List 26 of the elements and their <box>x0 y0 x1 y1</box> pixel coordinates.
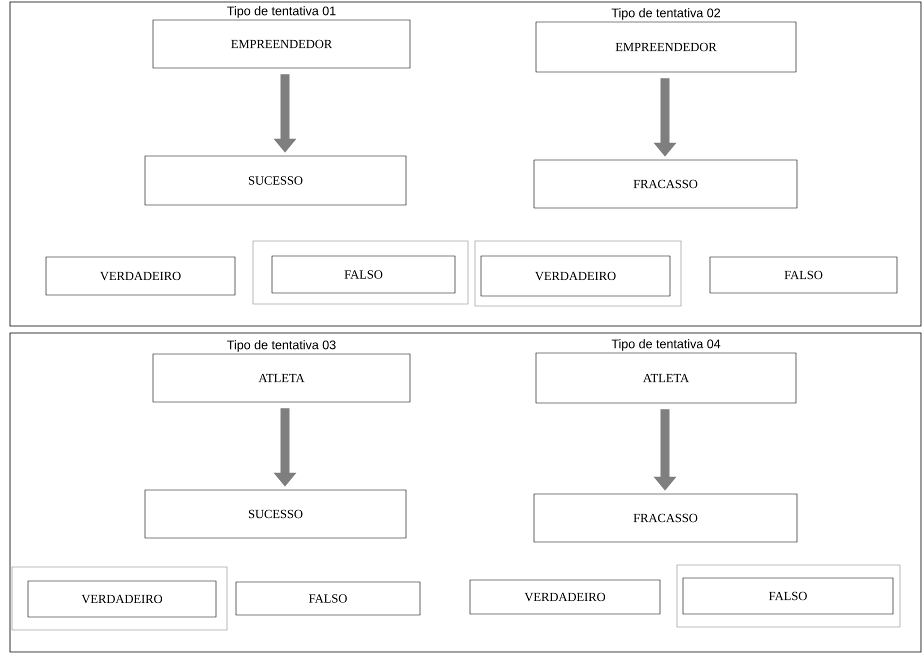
panel-frame <box>10 332 922 652</box>
text-box: ATLETA <box>152 354 410 402</box>
panel-frame <box>10 2 922 326</box>
heading: Tipo de tentativa 04 <box>612 339 720 351</box>
text-box: VERDADEIRO <box>46 256 236 296</box>
text-box: VERDADEIRO <box>470 580 660 614</box>
text-box: FALSO <box>682 578 894 614</box>
text-box: EMPREENDEDOR <box>152 20 410 68</box>
heading: Tipo de tentativa 03 <box>227 340 336 352</box>
text-box: VERDADEIRO <box>480 256 670 296</box>
text-box: FRACASSO <box>534 160 798 208</box>
text-box: FALSO <box>710 256 898 294</box>
text-box: FALSO <box>272 256 456 294</box>
frame-box <box>12 566 228 630</box>
text-box: FRACASSO <box>534 494 798 542</box>
text-box: VERDADEIRO <box>28 580 216 618</box>
text-box: SUCESSO <box>144 490 406 538</box>
text-box: EMPREENDEDOR <box>536 22 796 72</box>
text-box: SUCESSO <box>144 156 406 206</box>
heading: Tipo de tentativa 01 <box>227 6 336 18</box>
frame-box <box>676 564 900 628</box>
heading: Tipo de tentativa 02 <box>612 8 720 20</box>
frame-box <box>252 240 468 304</box>
text-box: ATLETA <box>536 352 796 404</box>
frame-box <box>474 240 682 306</box>
text-box: FALSO <box>236 582 420 616</box>
